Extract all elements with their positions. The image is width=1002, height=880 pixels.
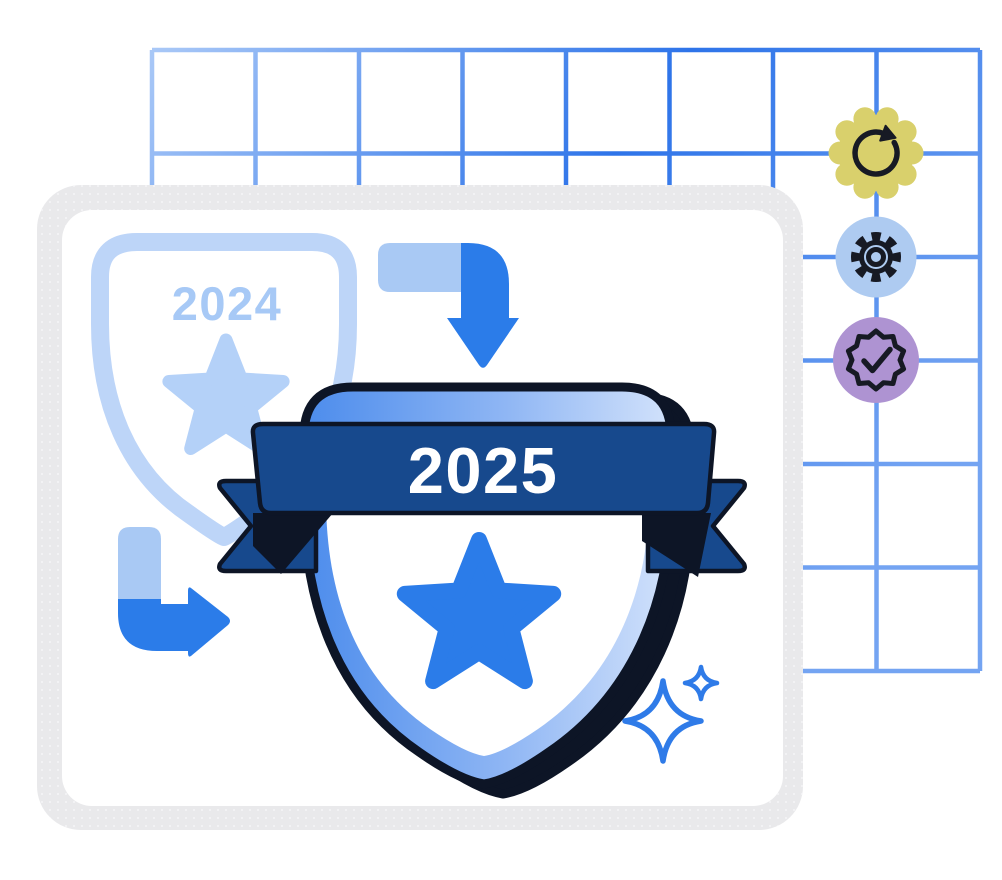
ribbon-fold-shadow-right bbox=[642, 513, 711, 577]
year-2025-label: 2025 bbox=[408, 434, 559, 507]
gear-icon-hub bbox=[866, 247, 886, 267]
refresh-icon-badge bbox=[828, 107, 924, 199]
arrow-down-tail-segment bbox=[378, 243, 461, 292]
gear-icon-badge bbox=[835, 216, 917, 298]
gear-icon-teeth bbox=[851, 232, 901, 282]
arrow-right-tail-segment bbox=[118, 527, 161, 599]
verified-seal-outline bbox=[845, 328, 907, 392]
arrow-down-elbow bbox=[461, 243, 509, 321]
old-badge-star-icon bbox=[162, 333, 290, 455]
arrow-right-icon bbox=[118, 527, 230, 657]
verified-badge-circle bbox=[833, 317, 919, 403]
arrow-right-elbow bbox=[118, 599, 193, 651]
arrow-down-head bbox=[447, 318, 519, 368]
refresh-badge-seal bbox=[828, 107, 924, 199]
arrow-right-head bbox=[188, 587, 230, 657]
verified-icon-badge bbox=[833, 317, 919, 403]
arrow-down-icon bbox=[378, 243, 519, 368]
sparkles-icon bbox=[622, 664, 720, 764]
refresh-icon-arrowhead bbox=[879, 124, 897, 142]
side-icon-badges bbox=[828, 107, 924, 403]
sparkle-large bbox=[622, 678, 704, 764]
gear-icon bbox=[859, 240, 893, 274]
ribbon-banner bbox=[250, 421, 717, 516]
new-badge-2025: 2025 bbox=[217, 387, 747, 794]
verified-check-icon bbox=[861, 346, 893, 374]
refresh-icon bbox=[852, 129, 900, 177]
old-badge-2024: 2024 bbox=[91, 233, 357, 546]
new-badge-star-icon bbox=[396, 532, 562, 690]
sparkle-small bbox=[682, 664, 720, 702]
year-2024-label: 2024 bbox=[172, 277, 283, 330]
ribbon-fold-shadow-left bbox=[253, 513, 333, 574]
old-badge-shield-outline bbox=[91, 233, 357, 546]
